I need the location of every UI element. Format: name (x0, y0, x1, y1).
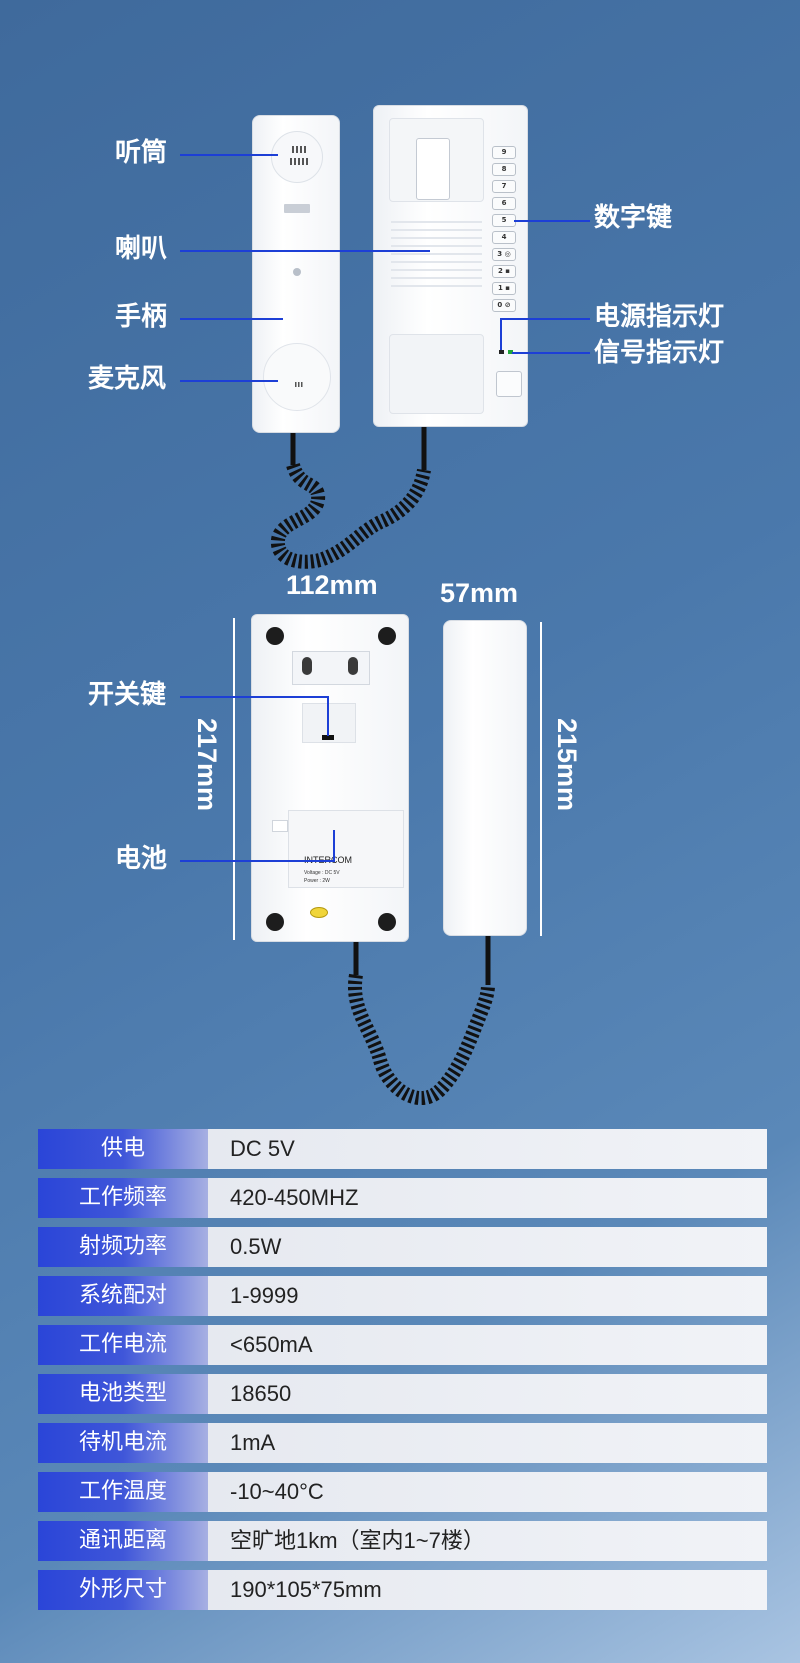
spec-value: 190*105*75mm (208, 1570, 767, 1610)
line-power-indicator-drop (500, 318, 502, 350)
spec-row-pairing: 系统配对 1-9999 (38, 1276, 767, 1316)
line-battery (180, 860, 335, 862)
handset-back (443, 620, 527, 936)
line-handle (180, 318, 283, 320)
screw-top-right (378, 627, 396, 645)
label-receiver: 听筒 (115, 138, 168, 168)
hook-switch (416, 138, 450, 200)
line-power-indicator (500, 318, 590, 320)
signal-led (508, 350, 513, 354)
spec-row-dimensions: 外形尺寸 190*105*75mm (38, 1570, 767, 1610)
screw-bottom-right (378, 913, 396, 931)
key-0[interactable]: 0 ⊘ (492, 299, 516, 312)
spec-name: 电池类型 (38, 1374, 208, 1414)
mount-hole-left (302, 657, 312, 675)
power-switch[interactable] (322, 735, 334, 740)
key-8[interactable]: 8 (492, 163, 516, 176)
spec-value: 18650 (208, 1374, 767, 1414)
line-speaker (180, 250, 430, 252)
spec-name: 待机电流 (38, 1423, 208, 1463)
base-unit-front: 9 8 7 6 5 4 3 ◎ 2 ▪ 1 ▪ 0 ⊘ (373, 105, 528, 427)
spec-value: DC 5V (208, 1129, 767, 1169)
spec-row-frequency: 工作频率 420-450MHZ (38, 1178, 767, 1218)
microphone-area (263, 343, 331, 411)
spec-name: 工作频率 (38, 1178, 208, 1218)
line-microphone (180, 380, 278, 382)
key-1[interactable]: 1 ▪ (492, 282, 516, 295)
spec-value: 420-450MHZ (208, 1178, 767, 1218)
spec-row-range: 通讯距离 空旷地1km（室内1~7楼） (38, 1521, 767, 1561)
line-battery-rise (333, 830, 335, 862)
spec-name: 供电 (38, 1129, 208, 1169)
dim-base-width: 112mm (286, 570, 378, 600)
key-9[interactable]: 9 (492, 146, 516, 159)
microphone-holes-icon (295, 382, 303, 387)
label-handle: 手柄 (115, 302, 168, 332)
power-led (499, 350, 504, 354)
dim-line-handset-height (540, 622, 542, 936)
sticker-power: Power : 2W (304, 878, 330, 884)
label-switch-key: 开关键 (88, 680, 167, 710)
line-signal-indicator (512, 352, 590, 354)
line-switch-key (180, 696, 329, 698)
sticker-voltage: Voltage : DC 5V (304, 870, 340, 876)
spec-value: 空旷地1km（室内1~7楼） (208, 1521, 767, 1561)
key-2[interactable]: 2 ▪ (492, 265, 516, 278)
key-4[interactable]: 4 (492, 231, 516, 244)
battery-latch (272, 820, 288, 832)
mount-hole-right (348, 657, 358, 675)
spec-name: 工作温度 (38, 1472, 208, 1512)
warning-sticker (310, 907, 328, 918)
base-unit-back: INTERCOM Voltage : DC 5V Power : 2W (251, 614, 409, 942)
line-number-keys (514, 220, 590, 222)
spec-value: 0.5W (208, 1227, 767, 1267)
label-power-indicator: 电源指示灯 (594, 302, 725, 332)
spec-value: -10~40°C (208, 1472, 767, 1512)
spec-value: 1mA (208, 1423, 767, 1463)
label-speaker: 喇叭 (115, 234, 168, 264)
label-number-keys: 数字键 (594, 203, 673, 233)
key-3[interactable]: 3 ◎ (492, 248, 516, 261)
receiver-holes-icon (290, 146, 308, 165)
speaker-slots-icon (391, 221, 482, 287)
label-signal-indicator: 信号指示灯 (594, 338, 725, 368)
spec-row-working-current: 工作电流 <650mA (38, 1325, 767, 1365)
handset-dot (293, 268, 301, 276)
spec-name: 系统配对 (38, 1276, 208, 1316)
spec-row-power-supply: 供电 DC 5V (38, 1129, 767, 1169)
key-7[interactable]: 7 (492, 180, 516, 193)
spec-name: 通讯距离 (38, 1521, 208, 1561)
spec-row-temperature: 工作温度 -10~40°C (38, 1472, 767, 1512)
battery-cover (288, 810, 404, 888)
coiled-cord-bottom (348, 936, 495, 1105)
lower-recess (389, 334, 484, 414)
screw-bottom-left (266, 913, 284, 931)
spec-row-rf-power: 射频功率 0.5W (38, 1227, 767, 1267)
screw-top-left (266, 627, 284, 645)
coiled-cord-top (271, 427, 431, 569)
label-battery: 电池 (115, 844, 168, 874)
label-microphone: 麦克风 (88, 364, 167, 394)
dim-line-base-height (233, 618, 235, 940)
spec-value: 1-9999 (208, 1276, 767, 1316)
function-button[interactable] (496, 371, 522, 397)
spec-name: 外形尺寸 (38, 1570, 208, 1610)
dim-handset-width: 57mm (440, 578, 519, 608)
line-switch-key-drop (327, 696, 329, 736)
spec-value: <650mA (208, 1325, 767, 1365)
handset-clip-slot (284, 204, 310, 213)
spec-row-standby-current: 待机电流 1mA (38, 1423, 767, 1463)
spec-row-battery-type: 电池类型 18650 (38, 1374, 767, 1414)
receiver-grille (271, 131, 323, 183)
spec-name: 射频功率 (38, 1227, 208, 1267)
speaker-grille (389, 216, 484, 296)
key-6[interactable]: 6 (492, 197, 516, 210)
spec-name: 工作电流 (38, 1325, 208, 1365)
line-receiver (180, 154, 278, 156)
